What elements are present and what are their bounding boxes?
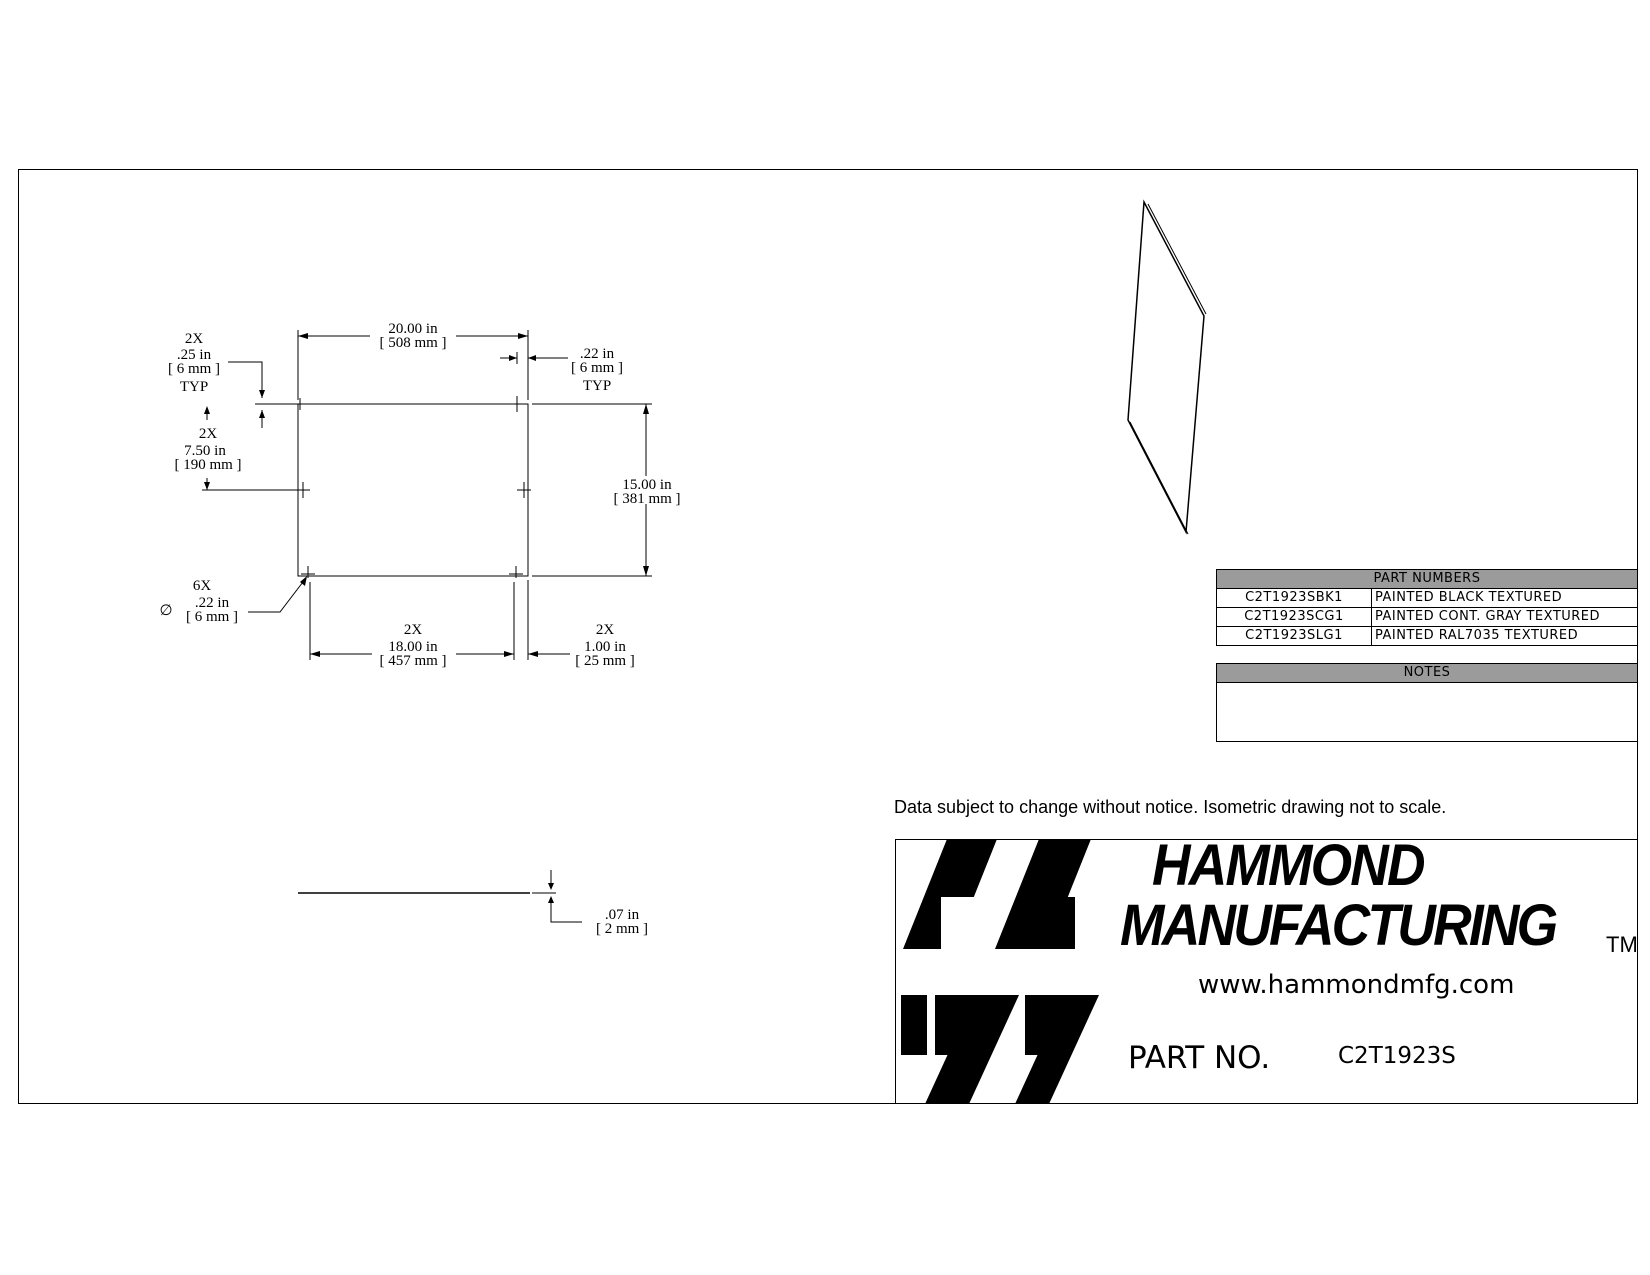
dim-top-width: 20.00 in [ 508 mm ] <box>297 321 529 400</box>
part-code: C2T1923SCG1 <box>1216 607 1372 627</box>
brand-line-1: HAMMOND <box>1152 833 1426 898</box>
dim-half-height: 2X 7.50 in [ 190 mm ] <box>174 406 298 491</box>
dim-hole-offset-left-suffix: TYP <box>180 379 208 395</box>
dim-edge-offset-inch: 1.00 in <box>584 639 626 655</box>
disclaimer-text: Data subject to change without notice. I… <box>894 797 1447 817</box>
dim-hole-spacing: 2X 18.00 in [ 457 mm ] <box>309 582 515 669</box>
dim-hole-diameter-mm: [ 6 mm ] <box>186 609 238 625</box>
part-code: C2T1923SBK1 <box>1216 588 1372 608</box>
dim-hole-offset-right: .22 in [ 6 mm ] TYP <box>500 346 623 394</box>
dim-hole-spacing-count: 2X <box>404 622 423 638</box>
dim-hole-offset-right-suffix: TYP <box>583 378 611 394</box>
dim-half-height-count: 2X <box>199 426 218 442</box>
dim-height-inch: 15.00 in <box>622 477 672 493</box>
dim-hole-offset-left: 2X .25 in [ 6 mm ] TYP <box>168 331 296 428</box>
part-desc: PAINTED CONT. GRAY TEXTURED <box>1371 607 1638 627</box>
plate-side-view: .07 in [ 2 mm ] <box>298 870 648 937</box>
dim-thickness-mm: [ 2 mm ] <box>596 921 648 937</box>
notes-body <box>1216 682 1638 742</box>
isometric-plate <box>1127 199 1207 535</box>
part-no-value: C2T1923S <box>1338 1043 1456 1069</box>
part-no-label: PART NO. <box>1128 1040 1271 1076</box>
dim-hole-offset-left-mm: [ 6 mm ] <box>168 361 220 377</box>
dim-hole-spacing-mm: [ 457 mm ] <box>379 653 446 669</box>
dim-hole-spacing-inch: 18.00 in <box>388 639 438 655</box>
dim-half-height-inch: 7.50 in <box>184 443 226 459</box>
dim-height: 15.00 in [ 381 mm ] <box>532 403 681 577</box>
dim-edge-offset-count: 2X <box>596 622 615 638</box>
table-row: C2T1923SCG1 PAINTED CONT. GRAY TEXTURED <box>1216 607 1638 627</box>
dim-hole-offset-left-inch: .25 in <box>177 347 212 363</box>
dim-thickness-inch: .07 in <box>605 907 640 923</box>
part-desc: PAINTED BLACK TEXTURED <box>1371 588 1638 608</box>
part-numbers-header: PART NUMBERS <box>1216 569 1638 589</box>
dim-edge-offset: 2X 1.00 in [ 25 mm ] <box>527 580 635 669</box>
dim-hole-offset-right-mm: [ 6 mm ] <box>571 360 623 376</box>
title-block <box>895 839 1638 1104</box>
brand-line-2: MANUFACTURING <box>1120 893 1558 958</box>
part-code: C2T1923SLG1 <box>1216 626 1372 646</box>
notes-table: NOTES <box>1216 663 1638 742</box>
table-row: C2T1923SBK1 PAINTED BLACK TEXTURED <box>1216 588 1638 608</box>
dim-hole-diameter: 6X ∅ .22 in [ 6 mm ] <box>159 576 307 625</box>
plate-front-view <box>297 403 529 577</box>
dim-hole-offset-left-count: 2X <box>185 331 204 347</box>
hammond-logo-icon <box>901 839 1099 1104</box>
part-desc: PAINTED RAL7035 TEXTURED <box>1371 626 1638 646</box>
dim-edge-offset-mm: [ 25 mm ] <box>575 653 635 669</box>
drawing-frame <box>18 169 1638 1104</box>
dim-height-mm: [ 381 mm ] <box>613 491 680 507</box>
table-row: C2T1923SLG1 PAINTED RAL7035 TEXTURED <box>1216 626 1638 646</box>
dim-hole-diameter-inch: .22 in <box>195 595 230 611</box>
mounting-holes <box>295 396 531 578</box>
company-url: www.hammondmfg.com <box>1198 970 1515 1000</box>
dim-hole-offset-right-inch: .22 in <box>580 346 615 362</box>
diameter-symbol-icon: ∅ <box>159 603 172 619</box>
dim-top-width-mm: [ 508 mm ] <box>379 335 446 351</box>
dim-half-height-mm: [ 190 mm ] <box>174 457 241 473</box>
part-numbers-table: PART NUMBERS C2T1923SBK1 PAINTED BLACK T… <box>1216 569 1638 646</box>
dim-top-width-inch: 20.00 in <box>388 321 438 337</box>
trademark-mark: TM <box>1606 932 1638 957</box>
notes-header: NOTES <box>1216 663 1638 683</box>
dim-hole-diameter-count: 6X <box>193 578 212 594</box>
